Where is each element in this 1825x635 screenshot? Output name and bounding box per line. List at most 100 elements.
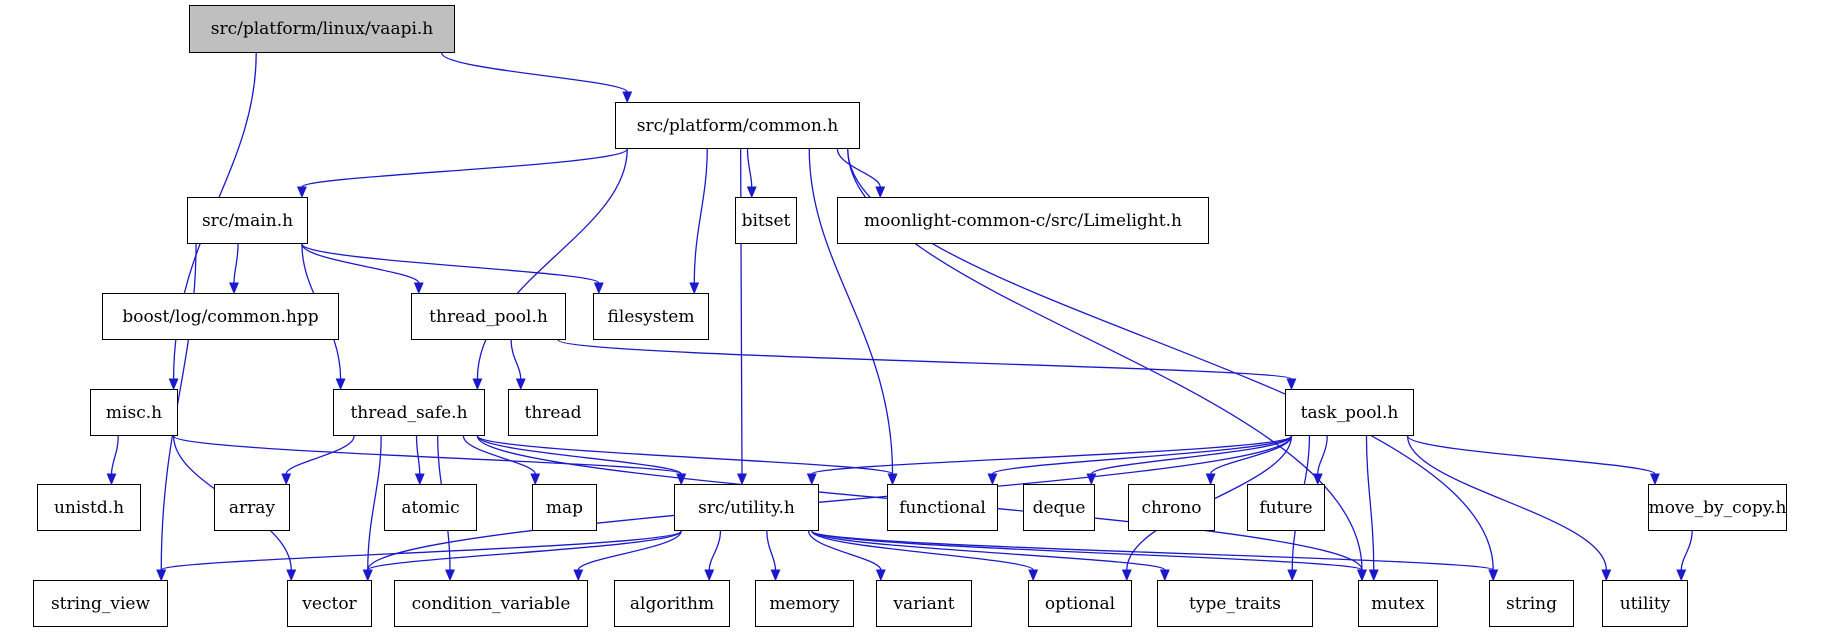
- edge-misc-to-unistd: [110, 435, 119, 475]
- node-task-pool-h[interactable]: task_pool.h: [1285, 389, 1414, 436]
- node-string: string: [1489, 580, 1574, 627]
- node-thread-safe-h[interactable]: thread_safe.h: [333, 389, 485, 436]
- edge-taskpool-to-chrono: [1210, 435, 1293, 475]
- edge-common-to-threadsafe: [476, 148, 628, 380]
- edge-taskpool-to-future: [1317, 435, 1328, 475]
- node-label: future: [1259, 497, 1313, 518]
- edge-main-to-boostlog: [233, 243, 239, 284]
- arrowhead-utility_h-to-memory: [770, 569, 781, 582]
- node-label: moonlight-common-c/src/Limelight.h: [864, 210, 1182, 231]
- node-label: vector: [302, 593, 357, 614]
- arrowhead-utility_h-to-condvar: [573, 569, 584, 582]
- arrowhead-common-to-threadsafe: [472, 378, 483, 391]
- arrowhead-utility_h-to-vector: [362, 569, 373, 582]
- node-label: utility: [1619, 593, 1671, 614]
- node-map: map: [532, 484, 597, 531]
- node-label: condition_variable: [411, 593, 571, 614]
- arrowhead-threadsafe-to-array: [281, 473, 292, 486]
- node-vaapi-h[interactable]: src/platform/linux/vaapi.h: [189, 5, 455, 53]
- edge-common-to-main: [301, 148, 628, 188]
- edge-threadsafe-to-map: [462, 435, 536, 475]
- edge-threadpool-to-taskpool: [557, 339, 1293, 380]
- node-label: bitset: [741, 210, 791, 231]
- edge-threadsafe-to-utility_h: [476, 435, 682, 475]
- edge-misc-to-utility_h: [172, 435, 682, 475]
- edge-utility_h-to-algorithm: [708, 530, 722, 571]
- edge-vaapi-to-common: [441, 52, 628, 93]
- arrowhead-threadpool-to-taskpool: [1286, 378, 1297, 391]
- arrowhead-utility_h-to-optional: [1028, 569, 1039, 582]
- node-functional: functional: [887, 484, 998, 531]
- arrowhead-taskpool-to-functional: [987, 473, 998, 486]
- arrowhead-taskpool-to-utility_h: [806, 473, 817, 486]
- node-label: chrono: [1141, 497, 1202, 518]
- node-label: deque: [1032, 497, 1086, 518]
- node-chrono: chrono: [1128, 484, 1215, 531]
- node-label: boost/log/common.hpp: [122, 306, 319, 327]
- arrowhead-common-to-utility_h: [737, 473, 747, 486]
- node-deque: deque: [1023, 484, 1095, 531]
- node-label: misc.h: [105, 402, 163, 423]
- node-atomic: atomic: [384, 484, 477, 531]
- node-algorithm: algorithm: [614, 580, 730, 627]
- arrowhead-vaapi-to-common: [622, 91, 633, 104]
- node-label: mutex: [1371, 593, 1425, 614]
- node-label: thread_safe.h: [350, 402, 468, 423]
- node-label: map: [545, 497, 584, 518]
- node-variant: variant: [876, 580, 972, 627]
- arrowhead-utility_h-to-string_view: [156, 569, 167, 582]
- node-label: variant: [893, 593, 955, 614]
- node-label: algorithm: [629, 593, 715, 614]
- arrowhead-common-to-limelight: [875, 186, 886, 199]
- arrowhead-taskpool-to-movebycopy: [1649, 473, 1660, 486]
- node-thread-pool-h[interactable]: thread_pool.h: [411, 293, 566, 340]
- node-label: filesystem: [607, 306, 695, 327]
- edge-taskpool-to-utility: [1406, 435, 1607, 571]
- node-vector: vector: [287, 580, 372, 627]
- edge-movebycopy-to-utility: [1680, 530, 1693, 571]
- edge-common-to-limelight: [836, 148, 881, 188]
- arrowhead-taskpool-to-mutex: [1368, 569, 1379, 582]
- node-main-h[interactable]: src/main.h: [187, 197, 308, 244]
- arrowhead-taskpool-to-optional: [1121, 569, 1132, 582]
- edge-taskpool-to-vector: [367, 435, 1293, 571]
- arrowhead-threadsafe-to-map: [530, 473, 541, 486]
- edge-threadpool-to-thread: [510, 339, 522, 380]
- node-label: functional: [899, 497, 986, 518]
- edge-utility_h-to-variant: [807, 530, 882, 571]
- node-misc-h[interactable]: misc.h: [90, 389, 178, 436]
- node-optional: optional: [1028, 580, 1132, 627]
- edge-utility_h-to-string_view: [160, 530, 682, 571]
- edge-utility_h-to-memory: [766, 530, 777, 571]
- node-platform-common-h[interactable]: src/platform/common.h: [615, 102, 860, 149]
- edge-threadsafe-to-functional: [476, 435, 894, 475]
- node-filesystem: filesystem: [593, 293, 709, 340]
- node-label: thread: [524, 402, 582, 423]
- node-label: task_pool.h: [1300, 402, 1399, 423]
- node-label: atomic: [401, 497, 460, 518]
- edge-taskpool-to-utility_h: [811, 435, 1293, 475]
- arrowhead-main-to-threadsafe: [335, 378, 346, 391]
- edge-main-to-string_view: [160, 243, 197, 571]
- node-limelight-h: moonlight-common-c/src/Limelight.h: [837, 197, 1209, 244]
- node-utility-h[interactable]: src/utility.h: [674, 484, 819, 531]
- edge-utility_h-to-optional: [811, 530, 1034, 571]
- edge-utility_h-to-type_traits: [811, 530, 1166, 571]
- edge-taskpool-to-deque: [1090, 435, 1293, 475]
- node-thread: thread: [508, 389, 598, 436]
- edge-threadsafe-to-vector: [367, 435, 382, 571]
- node-label: array: [228, 497, 276, 518]
- edge-utility_h-to-mutex: [811, 530, 1363, 571]
- node-mutex: mutex: [1358, 580, 1438, 627]
- node-condition-variable: condition_variable: [394, 580, 588, 627]
- arrowhead-utility_h-to-algorithm: [704, 569, 715, 582]
- node-label: move_by_copy.h: [1648, 497, 1787, 518]
- arrowhead-movebycopy-to-utility: [1676, 569, 1687, 582]
- node-move-by-copy-h[interactable]: move_by_copy.h: [1648, 484, 1787, 531]
- node-label: memory: [769, 593, 840, 614]
- edge-main-to-filesystem: [301, 243, 600, 284]
- arrowhead-taskpool-to-type_traits: [1287, 569, 1298, 582]
- node-label: src/platform/linux/vaapi.h: [210, 19, 434, 39]
- arrowhead-main-to-filesystem: [593, 282, 604, 295]
- node-utility: utility: [1602, 580, 1688, 627]
